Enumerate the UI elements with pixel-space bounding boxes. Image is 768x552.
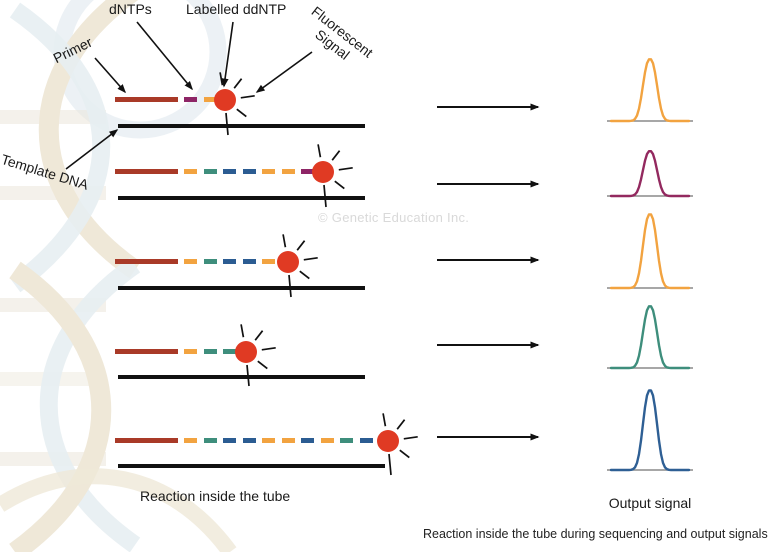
dntp-dash-blue	[242, 438, 256, 443]
dntp-dash-orange	[262, 169, 275, 174]
ddntp-circle	[235, 341, 257, 363]
dna-helix-watermark	[0, 0, 237, 552]
ddntp-circle	[277, 251, 299, 273]
template-dna-line	[118, 464, 385, 468]
output-peak-orange	[607, 58, 693, 123]
dntp-dash-orange	[281, 169, 295, 174]
primer-segment	[115, 97, 178, 102]
dntp-dash-orange	[184, 169, 197, 174]
dntp-dash-purple	[301, 169, 314, 174]
dntp-dash-orange	[184, 349, 197, 354]
output-peak-blue	[607, 389, 693, 472]
dntp-dash-teal	[223, 349, 236, 354]
dntp-dash-blue	[242, 169, 256, 174]
dntp-dash-teal	[203, 438, 217, 443]
primer-segment	[115, 169, 178, 174]
dntp-dash-orange	[203, 97, 217, 102]
dntp-dash-orange	[184, 438, 197, 443]
dntp-dash-orange	[281, 438, 295, 443]
dntp-dash-orange	[262, 438, 275, 443]
dntp-dash-blue	[223, 259, 236, 264]
primer-segment	[115, 349, 178, 354]
dntp-dash-blue	[242, 259, 256, 264]
template-dna-line	[118, 375, 365, 379]
ddntp-circle	[214, 89, 236, 111]
fluorescent-signal-label: Fluorescent Signal	[293, 0, 380, 77]
ddntp-circle	[312, 161, 334, 183]
dntp-dash-blue	[359, 438, 373, 443]
output-peak-teal	[607, 305, 693, 370]
output-peak-purple	[607, 150, 693, 198]
template-dna-line	[118, 124, 365, 128]
dntp-dash-orange	[184, 259, 197, 264]
template-dna-line	[118, 286, 365, 290]
figure-caption: Reaction inside the tube during sequenci…	[423, 527, 768, 541]
dntp-dash-teal	[203, 169, 217, 174]
output-peak-orange	[607, 213, 693, 290]
copyright-watermark: © Genetic Education Inc.	[318, 210, 470, 225]
primer-segment	[115, 259, 178, 264]
label-arrow	[255, 51, 313, 93]
dntps-label: dNTPs	[109, 1, 152, 17]
ddntp-circle	[377, 430, 399, 452]
output-signal-label: Output signal	[608, 495, 692, 511]
dntp-dash-purple	[184, 97, 197, 102]
primer-segment	[115, 438, 178, 443]
dntp-dash-teal	[203, 349, 217, 354]
reaction-inside-tube-label: Reaction inside the tube	[140, 488, 291, 504]
dntp-dash-teal	[340, 438, 353, 443]
dntp-dash-teal	[203, 259, 217, 264]
dntp-dash-orange	[262, 259, 275, 264]
dntp-dash-orange	[320, 438, 334, 443]
dntp-dash-blue	[223, 169, 236, 174]
template-dna-line	[118, 196, 365, 200]
dntp-dash-blue	[223, 438, 236, 443]
labelled-ddntp-label: Labelled ddNTP	[186, 1, 287, 17]
dntp-dash-blue	[301, 438, 314, 443]
